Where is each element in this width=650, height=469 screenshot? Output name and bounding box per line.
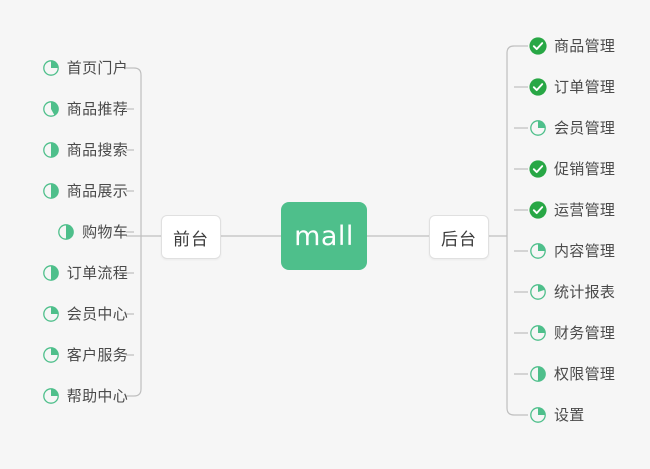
check-circle-icon: [528, 200, 548, 220]
check-circle-icon: [528, 159, 548, 179]
leaf-item-right-3[interactable]: 促销管理: [528, 157, 615, 181]
leaf-label: 订单流程: [66, 263, 128, 282]
leaf-item-left-5[interactable]: 订单流程: [41, 261, 128, 285]
leaf-label: 订单管理: [554, 77, 616, 96]
leaf-label: 运营管理: [554, 200, 616, 219]
branch-node-front[interactable]: 前台: [161, 215, 221, 259]
pie-progress-icon: [528, 118, 548, 138]
pie-progress-icon: [528, 241, 548, 261]
pie-progress-icon: [528, 282, 548, 302]
pie-progress-icon: [41, 263, 61, 283]
leaf-label: 促销管理: [554, 159, 616, 178]
leaf-label: 财务管理: [554, 323, 616, 342]
leaf-item-left-3[interactable]: 商品展示: [41, 179, 128, 203]
leaf-item-right-4[interactable]: 运营管理: [528, 198, 615, 222]
pie-progress-icon: [56, 222, 76, 242]
check-circle-icon: [528, 77, 548, 97]
pie-progress-icon: [41, 181, 61, 201]
leaf-label: 购物车: [82, 222, 128, 241]
leaf-item-right-9[interactable]: 设置: [528, 403, 585, 427]
root-node-mall[interactable]: mall: [281, 202, 367, 270]
pie-progress-icon: [41, 99, 61, 119]
leaf-item-left-0[interactable]: 首页门户: [41, 56, 128, 80]
check-circle-icon: [528, 36, 548, 56]
leaf-label: 商品展示: [66, 181, 128, 200]
leaf-item-left-7[interactable]: 客户服务: [41, 343, 128, 367]
leaf-item-right-1[interactable]: 订单管理: [528, 75, 615, 99]
branch-node-back[interactable]: 后台: [429, 215, 489, 259]
leaf-item-left-6[interactable]: 会员中心: [41, 302, 128, 326]
pie-progress-icon: [41, 345, 61, 365]
leaf-item-right-5[interactable]: 内容管理: [528, 239, 615, 263]
leaf-label: 会员中心: [66, 304, 128, 323]
leaf-item-left-4[interactable]: 购物车: [56, 220, 128, 244]
leaf-item-right-7[interactable]: 财务管理: [528, 321, 615, 345]
leaf-label: 商品推荐: [66, 99, 128, 118]
pie-progress-icon: [41, 386, 61, 406]
leaf-label: 内容管理: [554, 241, 616, 260]
leaf-label: 首页门户: [66, 58, 128, 77]
pie-progress-icon: [41, 140, 61, 160]
leaf-label: 客户服务: [66, 345, 128, 364]
leaf-label: 商品搜索: [66, 140, 128, 159]
leaf-item-left-2[interactable]: 商品搜索: [41, 138, 128, 162]
right-spine: [506, 45, 515, 416]
pie-progress-icon: [528, 405, 548, 425]
leaf-label: 帮助中心: [66, 386, 128, 405]
left-spine: [133, 67, 142, 397]
pie-progress-icon: [41, 304, 61, 324]
leaf-item-left-8[interactable]: 帮助中心: [41, 384, 128, 408]
leaf-label: 权限管理: [554, 364, 616, 383]
pie-progress-icon: [528, 323, 548, 343]
pie-progress-icon: [41, 58, 61, 78]
leaf-item-right-6[interactable]: 统计报表: [528, 280, 615, 304]
leaf-item-right-8[interactable]: 权限管理: [528, 362, 615, 386]
pie-progress-icon: [528, 364, 548, 384]
leaf-item-left-1[interactable]: 商品推荐: [41, 97, 128, 121]
leaf-label: 设置: [554, 405, 585, 424]
leaf-item-right-0[interactable]: 商品管理: [528, 34, 615, 58]
leaf-item-right-2[interactable]: 会员管理: [528, 116, 615, 140]
leaf-label: 商品管理: [554, 36, 616, 55]
leaf-label: 会员管理: [554, 118, 616, 137]
leaf-label: 统计报表: [554, 282, 616, 301]
